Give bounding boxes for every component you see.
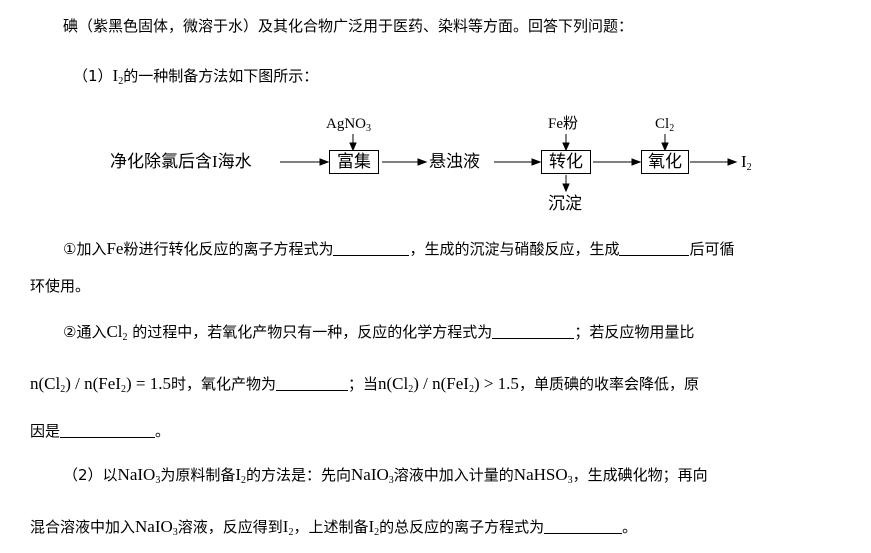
reagent-cl2: Cl2 bbox=[655, 116, 675, 134]
question-1-number: （1） bbox=[73, 67, 113, 85]
iodine-formula: I2 bbox=[112, 66, 124, 87]
flow-product-label: I2 bbox=[741, 152, 752, 173]
answer-blank[interactable] bbox=[60, 423, 156, 438]
ratio-equation-1: n(Cl2) / n(FeI2) = 1.5 bbox=[30, 374, 171, 395]
question-1-text: 的一种制备方法如下图所示： bbox=[123, 67, 319, 85]
question-2-line-2: 混合溶液中加入NaIO3溶液，反应得到I2，上述制备I2的总反应的离子方程式为。 bbox=[30, 517, 638, 538]
ratio-inequality-2: n(Cl2) / n(FeI2) > 1.5 bbox=[377, 374, 519, 395]
arrow-down-icon bbox=[562, 183, 570, 193]
preparation-flow-diagram: 净化除氯后含I海水 AgNO3 富集 悬浊液 Fe粉 转化 沉淀 Cl2 氧化 … bbox=[0, 108, 871, 218]
reagent-fe-powder: Fe粉 bbox=[548, 116, 579, 132]
intro-text: 碘（紫黑色固体，微溶于水）及其化合物广泛用于医药、染料等方面。回答下列问题： bbox=[63, 17, 634, 35]
answer-blank[interactable] bbox=[619, 241, 690, 256]
sub-question-2-line-2: n(Cl2) / n(FeI2) = 1.5时，氧化产物为；当n(Cl2) / … bbox=[30, 374, 699, 395]
question-2-line-1: （2）以NaIO3为原料制备I2的方法是：先向NaIO3溶液中加入计量的NaHS… bbox=[63, 465, 708, 486]
reagent-agno3: AgNO3 bbox=[326, 116, 371, 134]
answer-blank[interactable] bbox=[275, 376, 348, 391]
step-convert-box: 转化 bbox=[541, 150, 591, 174]
arrow-head-icon bbox=[417, 158, 428, 166]
arrow-head-icon bbox=[319, 158, 330, 166]
arrow-head-icon bbox=[727, 158, 738, 166]
question-1-heading: （1）I2的一种制备方法如下图所示： bbox=[73, 66, 318, 92]
flow-arrows bbox=[280, 134, 738, 193]
flow-source-label: 净化除氯后含I海水 bbox=[110, 152, 252, 171]
flow-precipitate-label: 沉淀 bbox=[548, 194, 582, 213]
answer-blank[interactable] bbox=[492, 324, 575, 339]
arrow-head-icon bbox=[531, 158, 542, 166]
sub-question-1-line-1: ①加入Fe粉进行转化反应的离子方程式为，生成的沉淀与硝酸反应，生成后可循 bbox=[63, 239, 735, 258]
arrow-down-icon bbox=[661, 142, 669, 152]
step-oxidize-box: 氧化 bbox=[641, 150, 689, 174]
sub-question-2-line-3: 因是。 bbox=[30, 422, 171, 440]
sub-question-2-line-1: ②通入Cl2 的过程中，若氧化产物只有一种，反应的化学方程式为；若反应物用量比 bbox=[63, 322, 695, 343]
arrow-down-icon bbox=[562, 142, 570, 152]
step-enrich-box: 富集 bbox=[329, 150, 379, 174]
answer-blank[interactable] bbox=[544, 519, 623, 534]
arrow-down-icon bbox=[349, 142, 357, 152]
sub-question-1-line-2: 环使用。 bbox=[30, 277, 91, 295]
flow-suspension-label: 悬浊液 bbox=[429, 152, 480, 171]
answer-blank[interactable] bbox=[333, 241, 410, 256]
arrow-head-icon bbox=[631, 158, 642, 166]
